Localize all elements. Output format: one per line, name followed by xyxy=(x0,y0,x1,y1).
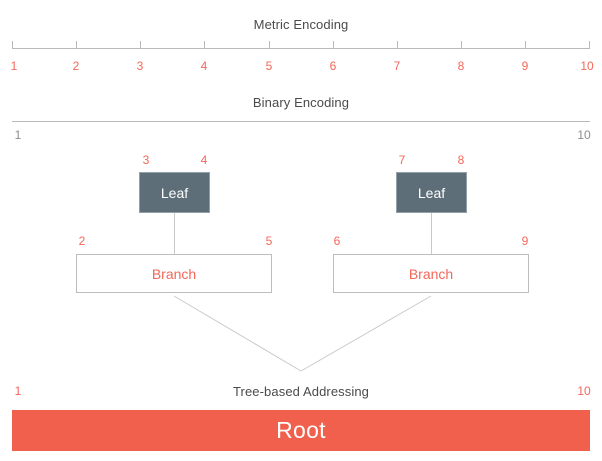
metric-axis-tick xyxy=(589,41,590,48)
leaf-right-label-1: 4 xyxy=(200,153,208,167)
metric-axis-tick xyxy=(269,41,270,48)
root-end-label: 10 xyxy=(577,384,591,398)
metric-tick-label-1: 1 xyxy=(10,59,18,73)
metric-tick-label-2: 2 xyxy=(72,59,80,73)
metric-tick-label-9: 9 xyxy=(521,59,529,73)
metric-axis-tick xyxy=(204,41,205,48)
metric-axis-tick xyxy=(461,41,462,48)
leaf-node-label: Leaf xyxy=(160,184,189,201)
metric-axis-tick xyxy=(397,41,398,48)
metric-axis-tick xyxy=(333,41,334,48)
binary-encoding-title: Binary Encoding xyxy=(252,95,350,110)
branch-node-label: Branch xyxy=(151,265,197,282)
branch-left-label-2: 6 xyxy=(333,234,341,248)
metric-tick-label-5: 5 xyxy=(265,59,273,73)
branch-right-label-1: 5 xyxy=(265,234,273,248)
metric-tick-label-6: 6 xyxy=(329,59,337,73)
metric-axis-line xyxy=(12,48,590,49)
metric-encoding-title: Metric Encoding xyxy=(253,17,349,32)
metric-tick-label-8: 8 xyxy=(457,59,465,73)
root-start-label: 1 xyxy=(14,384,22,398)
metric-tick-label-10: 10 xyxy=(580,59,594,73)
leaf-left-label-1: 3 xyxy=(142,153,150,167)
metric-tick-label-7: 7 xyxy=(393,59,401,73)
leaf-node-label: Leaf xyxy=(417,184,446,201)
leaf-branch-connector-2 xyxy=(431,213,432,254)
branch-node-label: Branch xyxy=(408,265,454,282)
metric-axis-tick xyxy=(140,41,141,48)
tree-addressing-title: Tree-based Addressing xyxy=(232,384,370,399)
binary-axis-line xyxy=(12,121,590,122)
binary-end-label: 10 xyxy=(577,128,591,142)
leaf-right-label-2: 8 xyxy=(457,153,465,167)
metric-axis-tick xyxy=(525,41,526,48)
leaf-left-label-2: 7 xyxy=(398,153,406,167)
root-node[interactable]: Root xyxy=(12,410,590,451)
branch-right-label-2: 9 xyxy=(521,234,529,248)
branch-left-label-1: 2 xyxy=(78,234,86,248)
metric-axis-tick xyxy=(76,41,77,48)
metric-axis-tick xyxy=(12,41,13,48)
branch-node-1[interactable]: Branch xyxy=(76,254,272,293)
leaf-node-1[interactable]: Leaf xyxy=(139,172,210,213)
metric-tick-label-3: 3 xyxy=(136,59,144,73)
branch-node-2[interactable]: Branch xyxy=(333,254,529,293)
metric-tick-label-4: 4 xyxy=(200,59,208,73)
leaf-node-2[interactable]: Leaf xyxy=(396,172,467,213)
leaf-branch-connector-1 xyxy=(174,213,175,254)
root-node-label: Root xyxy=(276,417,326,443)
binary-start-label: 1 xyxy=(14,128,22,142)
